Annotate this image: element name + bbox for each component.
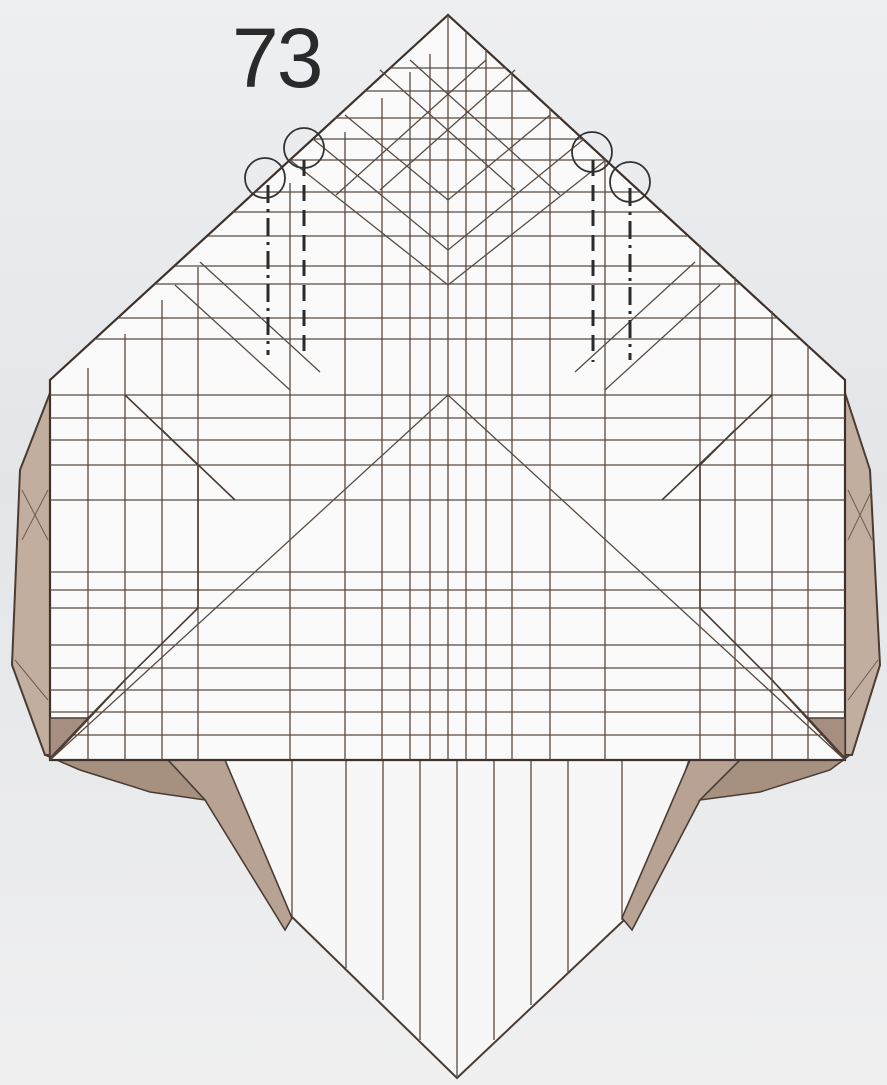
step-number: 73 [232, 10, 321, 106]
